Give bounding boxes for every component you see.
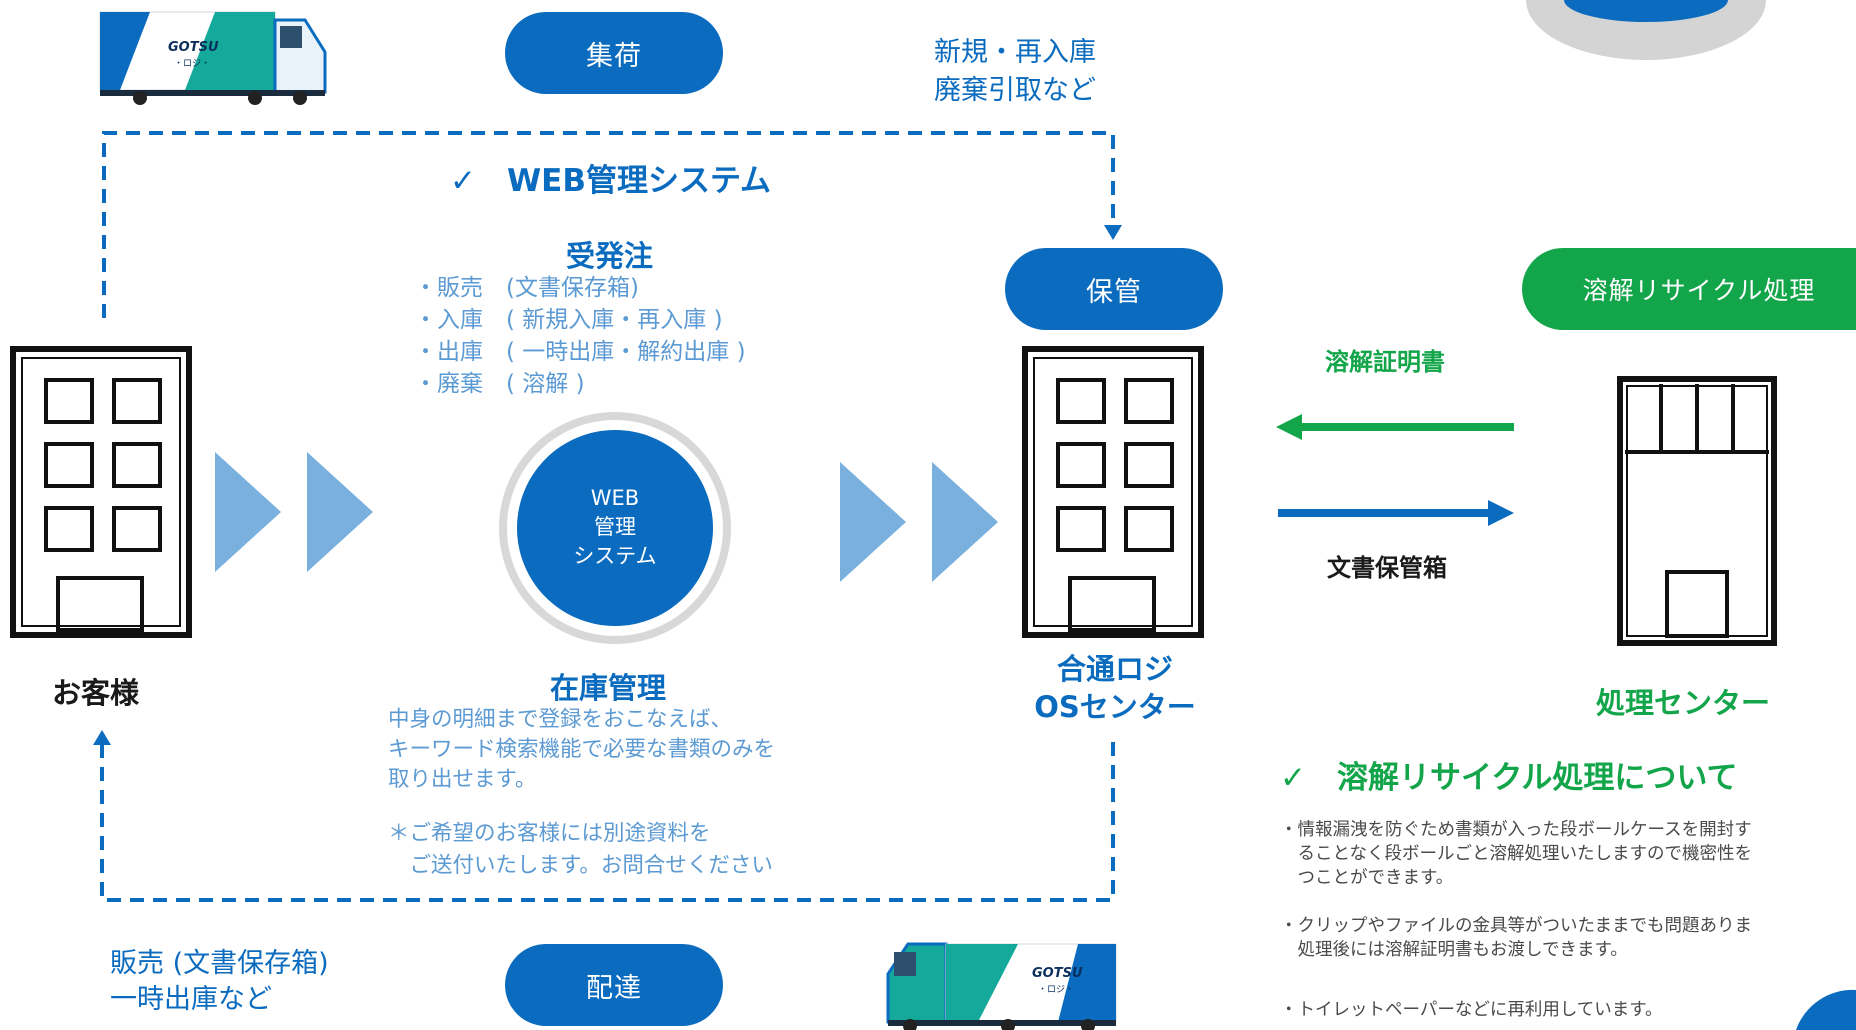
bullet2-line1: ・クリップやファイルの金具等がついたままでも問題ありま [1280, 916, 1752, 936]
inventory-note-line1: ＊ご希望のお客様には別途資料を [388, 821, 711, 846]
inventory-text: 中身の明細まで登録をおこなえば、 キーワード検索機能で必要な書類のみを 取り出せ… [388, 705, 775, 795]
recycle-pill-label: 溶解リサイクル処理 [1582, 276, 1816, 305]
bullet1-line2: ることなく段ボールごと溶解処理いたしますので機密性を [1280, 844, 1752, 864]
center-label: 合通ロジ OSセンター [1010, 650, 1220, 726]
plant-label: 処理センター [1596, 686, 1771, 720]
chevrons-customer-to-system [215, 452, 373, 572]
intake-note: 新規・再入庫 廃棄引取など [920, 34, 1110, 110]
circle-line-kanri: 管理 [594, 515, 636, 539]
customer-label: お客様 [52, 676, 140, 710]
dispatch-note-line2: 一時出庫など [110, 984, 272, 1015]
center-label-line1: 合通ロジ [1056, 652, 1173, 686]
document-box-label: 文書保管箱 [1327, 554, 1447, 582]
center-label-line2: OSセンター [1034, 690, 1196, 724]
recycle-info-title: ✓ 溶解リサイクル処理について [1280, 760, 1738, 796]
decorative-circle-bottom [1796, 989, 1856, 1030]
truck-logo: GOTSU [168, 40, 219, 55]
intake-note-line1: 新規・再入庫 [934, 37, 1096, 68]
processing-plant-icon [1617, 376, 1777, 646]
inventory-text-line2: キーワード検索機能で必要な書類のみを [388, 737, 776, 762]
delivery-truck-logo: GOTSU [1032, 966, 1083, 981]
inventory-heading: 在庫管理 [550, 671, 667, 705]
collect-pill: 集荷 [505, 12, 723, 94]
inventory-note-line2: ご送付いたします。お問合せください [388, 853, 773, 878]
circle-line-web: WEB [590, 486, 640, 510]
collection-truck: GOTSU ・ロジ・ [99, 11, 330, 105]
storage-pill: 保管 [1005, 248, 1223, 330]
blue-arrow-right [1278, 500, 1514, 526]
bullet3-line1: ・トイレットペーパーなどに再利用しています。 [1280, 1000, 1663, 1020]
order-item-sales: ・販売 (文書保存箱) [414, 275, 639, 301]
certificate-label: 溶解証明書 [1325, 348, 1445, 376]
storage-pill-label: 保管 [1086, 276, 1142, 308]
recycle-bullet-confidential: ・情報漏洩を防ぐため書類が入った段ボールケースを開封す ることなく段ボールごと溶… [1280, 818, 1856, 890]
bullet2-line2: 処理後には溶解証明書もお渡しできます。 [1280, 940, 1628, 960]
order-heading: 受発注 [566, 239, 654, 273]
web-system-title: ✓ WEB管理システム [450, 163, 772, 199]
recycle-bullet-reuse: ・トイレットペーパーなどに再利用しています。 [1280, 998, 1856, 1022]
intake-note-line2: 廃棄引取など [934, 75, 1096, 106]
customer-building-icon [10, 346, 192, 638]
inventory-text-line3: 取り出せます。 [388, 767, 537, 792]
delivery-pill-label: 配達 [586, 972, 642, 1004]
chevrons-system-to-center [840, 462, 998, 582]
truck-logo-sub: ・ロジ・ [174, 59, 211, 69]
web-system-circle-text: WEB 管理 システム [497, 484, 733, 571]
bullet1-line1: ・情報漏洩を防ぐため書類が入った段ボールケースを開封す [1280, 820, 1752, 840]
delivery-pill: 配達 [505, 944, 723, 1026]
dispatch-note: 販売 (文書保存箱) 一時出庫など [110, 946, 329, 1018]
delivery-truck-logo-sub: ・ロジ・ [1038, 985, 1075, 995]
decorative-circle-top [1526, 0, 1766, 60]
web-system-circle [499, 412, 731, 644]
order-item-inbound: ・入庫 ( 新規入庫・再入庫 ) [414, 307, 723, 333]
order-item-disposal: ・廃棄 ( 溶解 ) [414, 371, 585, 397]
center-building-icon [1022, 346, 1204, 638]
inventory-note: ＊ご希望のお客様には別途資料を ご送付いたします。お問合せください [388, 818, 773, 882]
recycle-bullet-clips: ・クリップやファイルの金具等がついたままでも問題ありま 処理後には溶解証明書もお… [1280, 914, 1856, 962]
collect-pill-label: 集荷 [586, 40, 642, 72]
order-item-outbound: ・出庫 ( 一時出庫・解約出庫 ) [414, 339, 746, 365]
dispatch-note-line1: 販売 (文書保存箱) [110, 948, 329, 979]
order-list: ・販売 (文書保存箱) ・入庫 ( 新規入庫・再入庫 ) ・出庫 ( 一時出庫・… [414, 272, 746, 400]
recycle-pill: 溶解リサイクル処理 [1522, 248, 1856, 330]
green-arrow-left [1276, 414, 1514, 440]
inventory-text-line1: 中身の明細まで登録をおこなえば、 [388, 707, 733, 732]
circle-line-system: システム [573, 544, 657, 568]
bullet1-line3: つことができます。 [1280, 868, 1454, 888]
delivery-truck: GOTSU ・ロジ・ [886, 942, 1117, 1030]
